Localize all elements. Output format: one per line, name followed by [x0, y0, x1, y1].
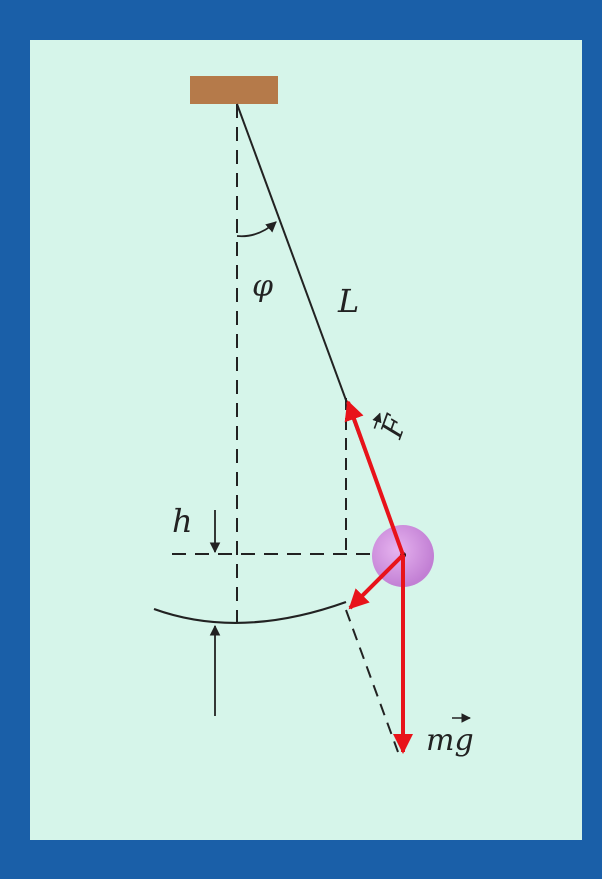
height-label: h: [172, 502, 193, 540]
length-label: L: [337, 282, 359, 320]
angle-arc: [236, 221, 277, 238]
angle-label: φ: [252, 269, 273, 304]
diagram-background: [30, 40, 582, 840]
restoring-force-vector: [348, 553, 405, 610]
ceiling-support: [190, 76, 278, 104]
tension-vector: [344, 400, 405, 556]
swing-arc: [153, 600, 347, 625]
force-label-arrow: [372, 412, 382, 429]
resultant-dashed-line: [345, 609, 399, 753]
gravity-label: mg: [426, 723, 474, 758]
